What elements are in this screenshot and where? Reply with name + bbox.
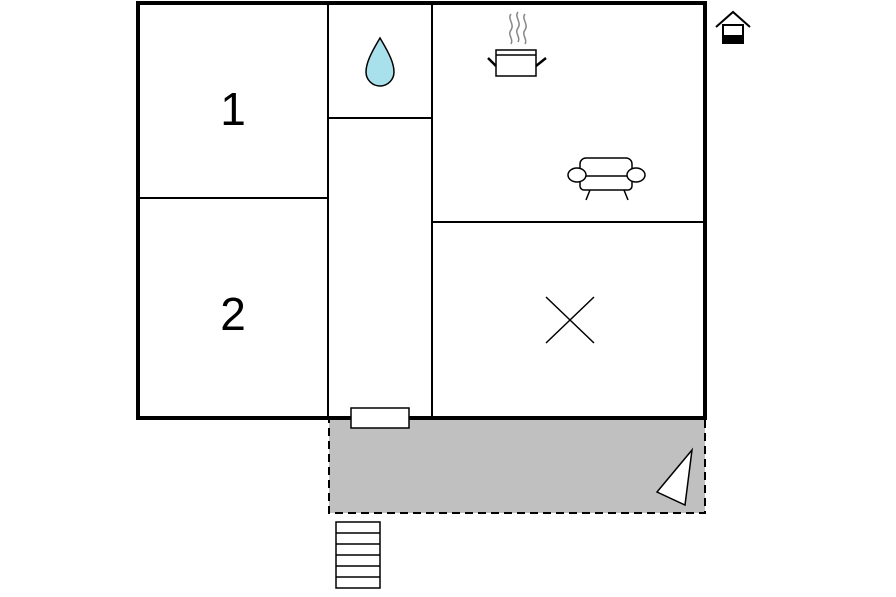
cross-icon [545, 296, 595, 344]
interior-walls [138, 3, 705, 418]
water-drop-icon [365, 36, 395, 87]
triangle-icon [655, 447, 694, 507]
room-label-1: 1 [220, 83, 246, 135]
terrace [328, 418, 706, 514]
house-entrance-icon [715, 10, 751, 44]
sofa-icon [567, 157, 646, 201]
room-label-2: 2 [220, 288, 246, 340]
outer-walls [136, 1, 707, 420]
door-icon [350, 407, 410, 429]
cooking-pot-icon [487, 11, 547, 77]
stairs-icon [335, 521, 381, 589]
